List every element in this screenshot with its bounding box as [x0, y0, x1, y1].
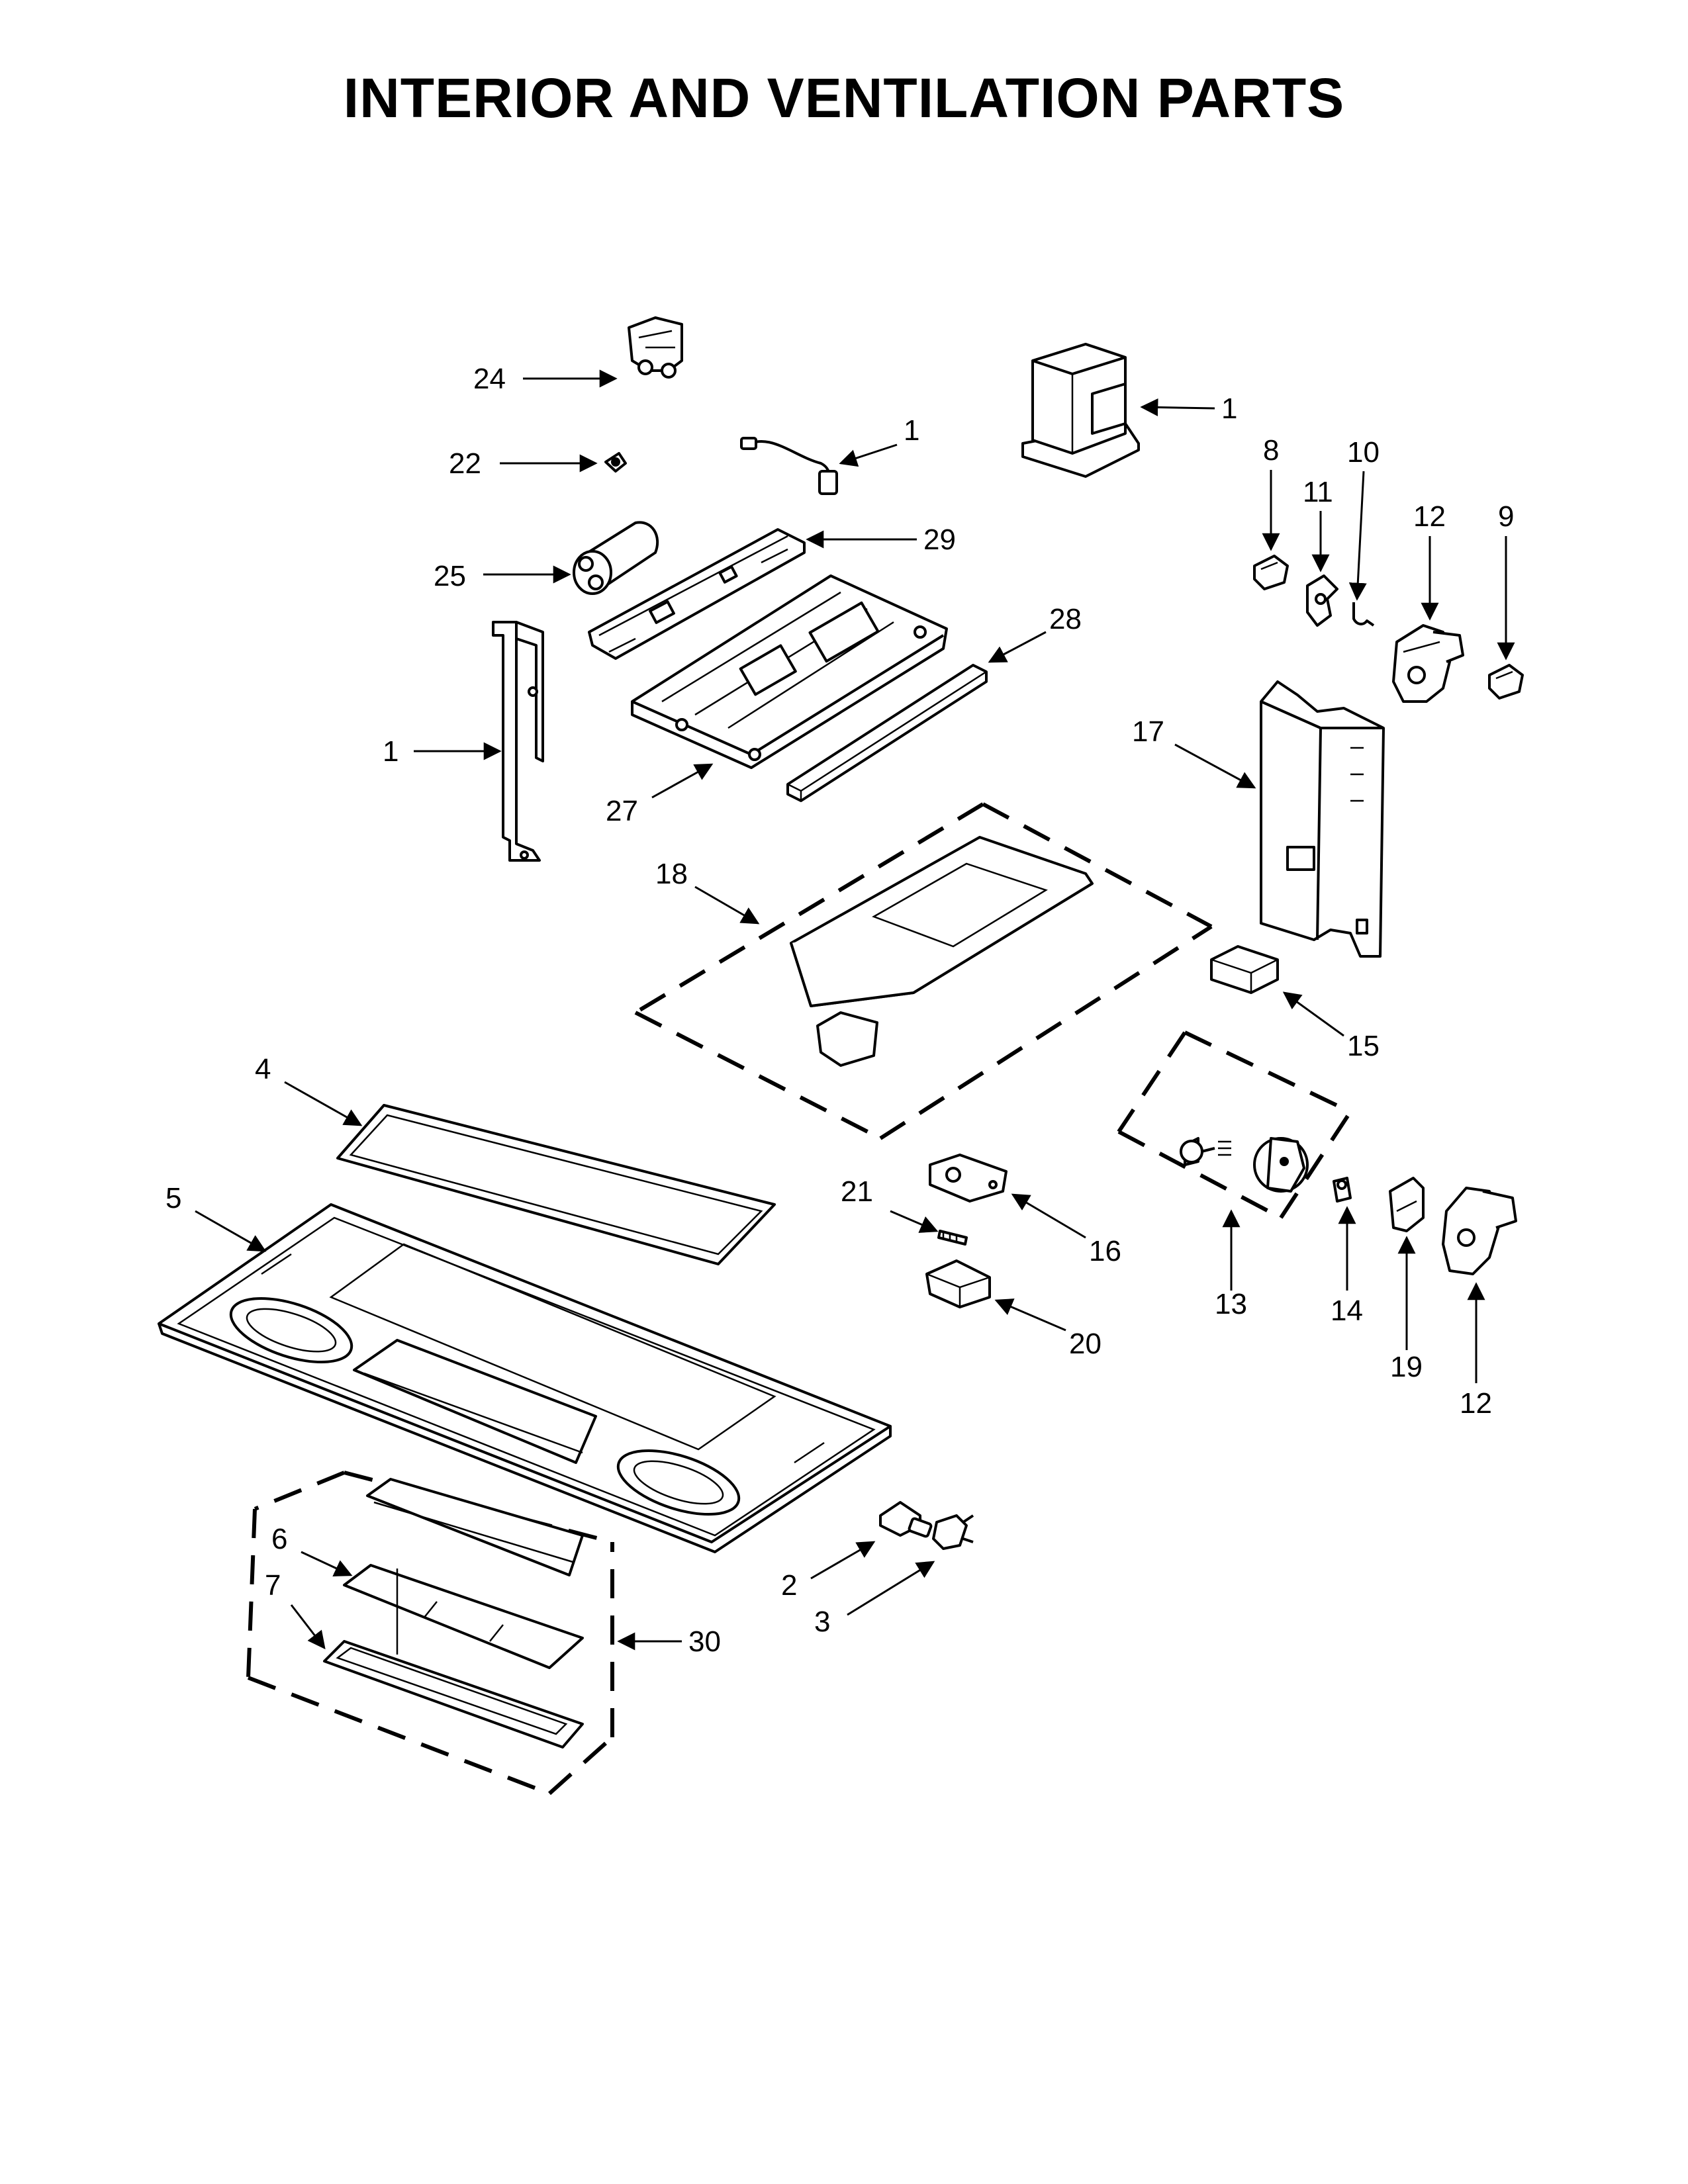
- callout-16-label: 16: [1089, 1235, 1121, 1267]
- part-11-actuator: [1306, 574, 1338, 627]
- part-4-filter-panel: [336, 1104, 776, 1265]
- callout-1-top: 1: [839, 414, 919, 467]
- callout-27: 27: [606, 763, 714, 827]
- part-22-diode: [604, 452, 627, 473]
- callout-24: 24: [473, 363, 618, 395]
- callout-15: 15: [1282, 991, 1380, 1062]
- callout-1-left: 1: [383, 735, 502, 768]
- part-1-wire-harness: [740, 437, 838, 495]
- callout-30: 30: [617, 1625, 721, 1658]
- callout-3: 3: [814, 1561, 935, 1638]
- callout-2-label: 2: [781, 1569, 797, 1602]
- callout-13-label: 13: [1215, 1288, 1247, 1320]
- callout-9-label: 9: [1498, 500, 1514, 533]
- callout-5: 5: [165, 1182, 267, 1252]
- callout-19-label: 19: [1390, 1351, 1423, 1383]
- part-21-screw: [937, 1230, 968, 1246]
- callout-7: 7: [265, 1569, 326, 1650]
- part-16-switch-bracket: [929, 1154, 1008, 1203]
- callout-1-transformer: 1: [1140, 392, 1237, 425]
- part-30-grille-assembly: [246, 1471, 614, 1796]
- callout-22-label: 22: [449, 447, 481, 480]
- callout-4-label: 4: [255, 1053, 271, 1085]
- callout-1a-label: 1: [904, 414, 919, 447]
- callout-20: 20: [994, 1298, 1102, 1360]
- callout-24-label: 24: [473, 363, 506, 395]
- part-24-thermal-cutout: [628, 316, 683, 379]
- callout-12-top: 12: [1413, 500, 1446, 621]
- callout-19: 19: [1390, 1236, 1423, 1383]
- callout-16: 16: [1011, 1193, 1121, 1267]
- part-28-bar: [786, 664, 988, 802]
- callout-6-label: 6: [271, 1523, 287, 1555]
- callout-10: 10: [1347, 436, 1380, 601]
- callout-1b-label: 1: [1221, 392, 1237, 425]
- callout-15-label: 15: [1347, 1030, 1380, 1062]
- part-13-damper-assembly: [1117, 1030, 1352, 1220]
- callout-25: 25: [434, 560, 571, 592]
- callout-8: 8: [1262, 434, 1280, 551]
- part-25-capacitor: [573, 521, 659, 595]
- callout-12b-label: 12: [1460, 1387, 1492, 1420]
- part-19-switch: [1389, 1177, 1425, 1232]
- callout-9: 9: [1497, 500, 1515, 660]
- callout-27-label: 27: [606, 795, 638, 827]
- part-9-switch: [1488, 664, 1524, 700]
- part-1-bracket-rail: [492, 621, 544, 862]
- callout-14: 14: [1331, 1206, 1363, 1327]
- callout-11: 11: [1303, 476, 1333, 572]
- part-12-switch-holder-top: [1392, 624, 1464, 703]
- callout-21-label: 21: [841, 1175, 873, 1208]
- callout-18: 18: [655, 858, 760, 925]
- callout-5-label: 5: [165, 1182, 181, 1214]
- callout-28-label: 28: [1049, 603, 1082, 635]
- part-27-chassis-plate: [631, 574, 948, 769]
- callout-25-label: 25: [434, 560, 466, 592]
- callout-17-label: 17: [1132, 715, 1164, 748]
- callout-18-label: 18: [655, 858, 688, 890]
- callout-8-label: 8: [1263, 434, 1279, 467]
- callout-10-label: 10: [1347, 436, 1380, 469]
- part-14-connector: [1333, 1177, 1352, 1203]
- part-18-blower-assembly: [634, 802, 1213, 1140]
- page-title: INTERIOR AND VENTILATION PARTS: [343, 67, 1345, 129]
- callout-12-bottom: 12: [1460, 1282, 1492, 1420]
- callout-1c-label: 1: [383, 735, 399, 768]
- callout-17: 17: [1132, 715, 1256, 789]
- callout-3-label: 3: [814, 1606, 830, 1638]
- part-12-switch-holder-bottom: [1442, 1187, 1517, 1275]
- callout-7-label: 7: [265, 1569, 281, 1602]
- part-29-bracket: [588, 528, 806, 660]
- callout-12a-label: 12: [1413, 500, 1446, 533]
- callout-13: 13: [1215, 1209, 1247, 1320]
- part-1-transformer: [1021, 343, 1140, 478]
- part-17-housing: [1260, 680, 1385, 958]
- part-10-spring: [1352, 602, 1375, 627]
- part-15-block: [1210, 945, 1279, 994]
- callout-11-label: 11: [1303, 476, 1333, 508]
- callout-30-label: 30: [688, 1625, 721, 1658]
- part-3-socket: [932, 1514, 974, 1550]
- callout-6: 6: [271, 1523, 353, 1576]
- part-20-switch: [925, 1259, 991, 1308]
- callout-2: 2: [781, 1541, 876, 1602]
- part-5-bottom-plate: [158, 1203, 892, 1553]
- callout-29: 29: [806, 523, 956, 556]
- part-8-switch: [1253, 555, 1289, 590]
- callout-22: 22: [449, 447, 598, 480]
- callout-20-label: 20: [1069, 1328, 1102, 1360]
- callout-29-label: 29: [923, 523, 956, 556]
- callout-4: 4: [255, 1053, 363, 1126]
- callout-14-label: 14: [1331, 1295, 1363, 1327]
- callout-28: 28: [988, 603, 1082, 663]
- part-2-light-socket: [879, 1501, 933, 1538]
- callout-21: 21: [841, 1175, 939, 1233]
